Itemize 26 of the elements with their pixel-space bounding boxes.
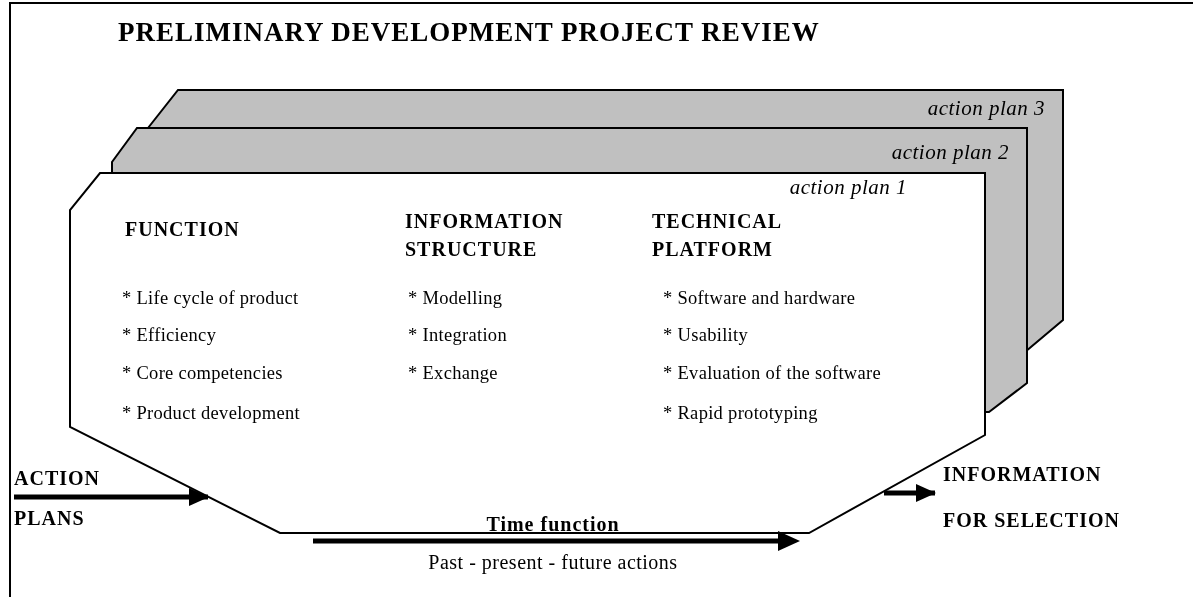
list-item: * Life cycle of product xyxy=(122,287,299,310)
column-heading: TECHNICAL PLATFORM xyxy=(652,209,783,262)
list-item: * Usability xyxy=(663,324,748,347)
flow-label: INFORMATION xyxy=(943,462,1102,486)
sheet-title: action plan 2 xyxy=(891,140,1009,166)
flow-label: ACTION xyxy=(14,466,100,490)
list-item: * Exchange xyxy=(408,362,498,385)
sheet-title: action plan 3 xyxy=(927,96,1045,122)
arrow xyxy=(884,484,936,502)
axis-caption: Past - present - future actions xyxy=(428,550,678,574)
flow-label: FOR SELECTION xyxy=(943,508,1120,532)
list-item: * Rapid prototyping xyxy=(663,402,818,425)
flow-label: PLANS xyxy=(14,506,85,530)
list-item: * Integration xyxy=(408,324,507,347)
column-heading: FUNCTION xyxy=(125,217,240,242)
list-item: * Efficiency xyxy=(122,324,217,347)
title: PRELIMINARY DEVELOPMENT PROJECT REVIEW xyxy=(118,16,820,49)
list-item: * Software and hardware xyxy=(663,287,856,310)
sheet-title: action plan 1 xyxy=(789,175,907,201)
list-item: * Evaluation of the software xyxy=(663,362,881,385)
list-item: * Modelling xyxy=(408,287,503,310)
list-item: * Core competencies xyxy=(122,362,283,385)
column-heading: INFORMATION STRUCTURE xyxy=(405,209,565,262)
list-item: * Product development xyxy=(122,402,300,425)
arrow xyxy=(14,488,209,506)
axis-label: Time function xyxy=(486,512,620,536)
